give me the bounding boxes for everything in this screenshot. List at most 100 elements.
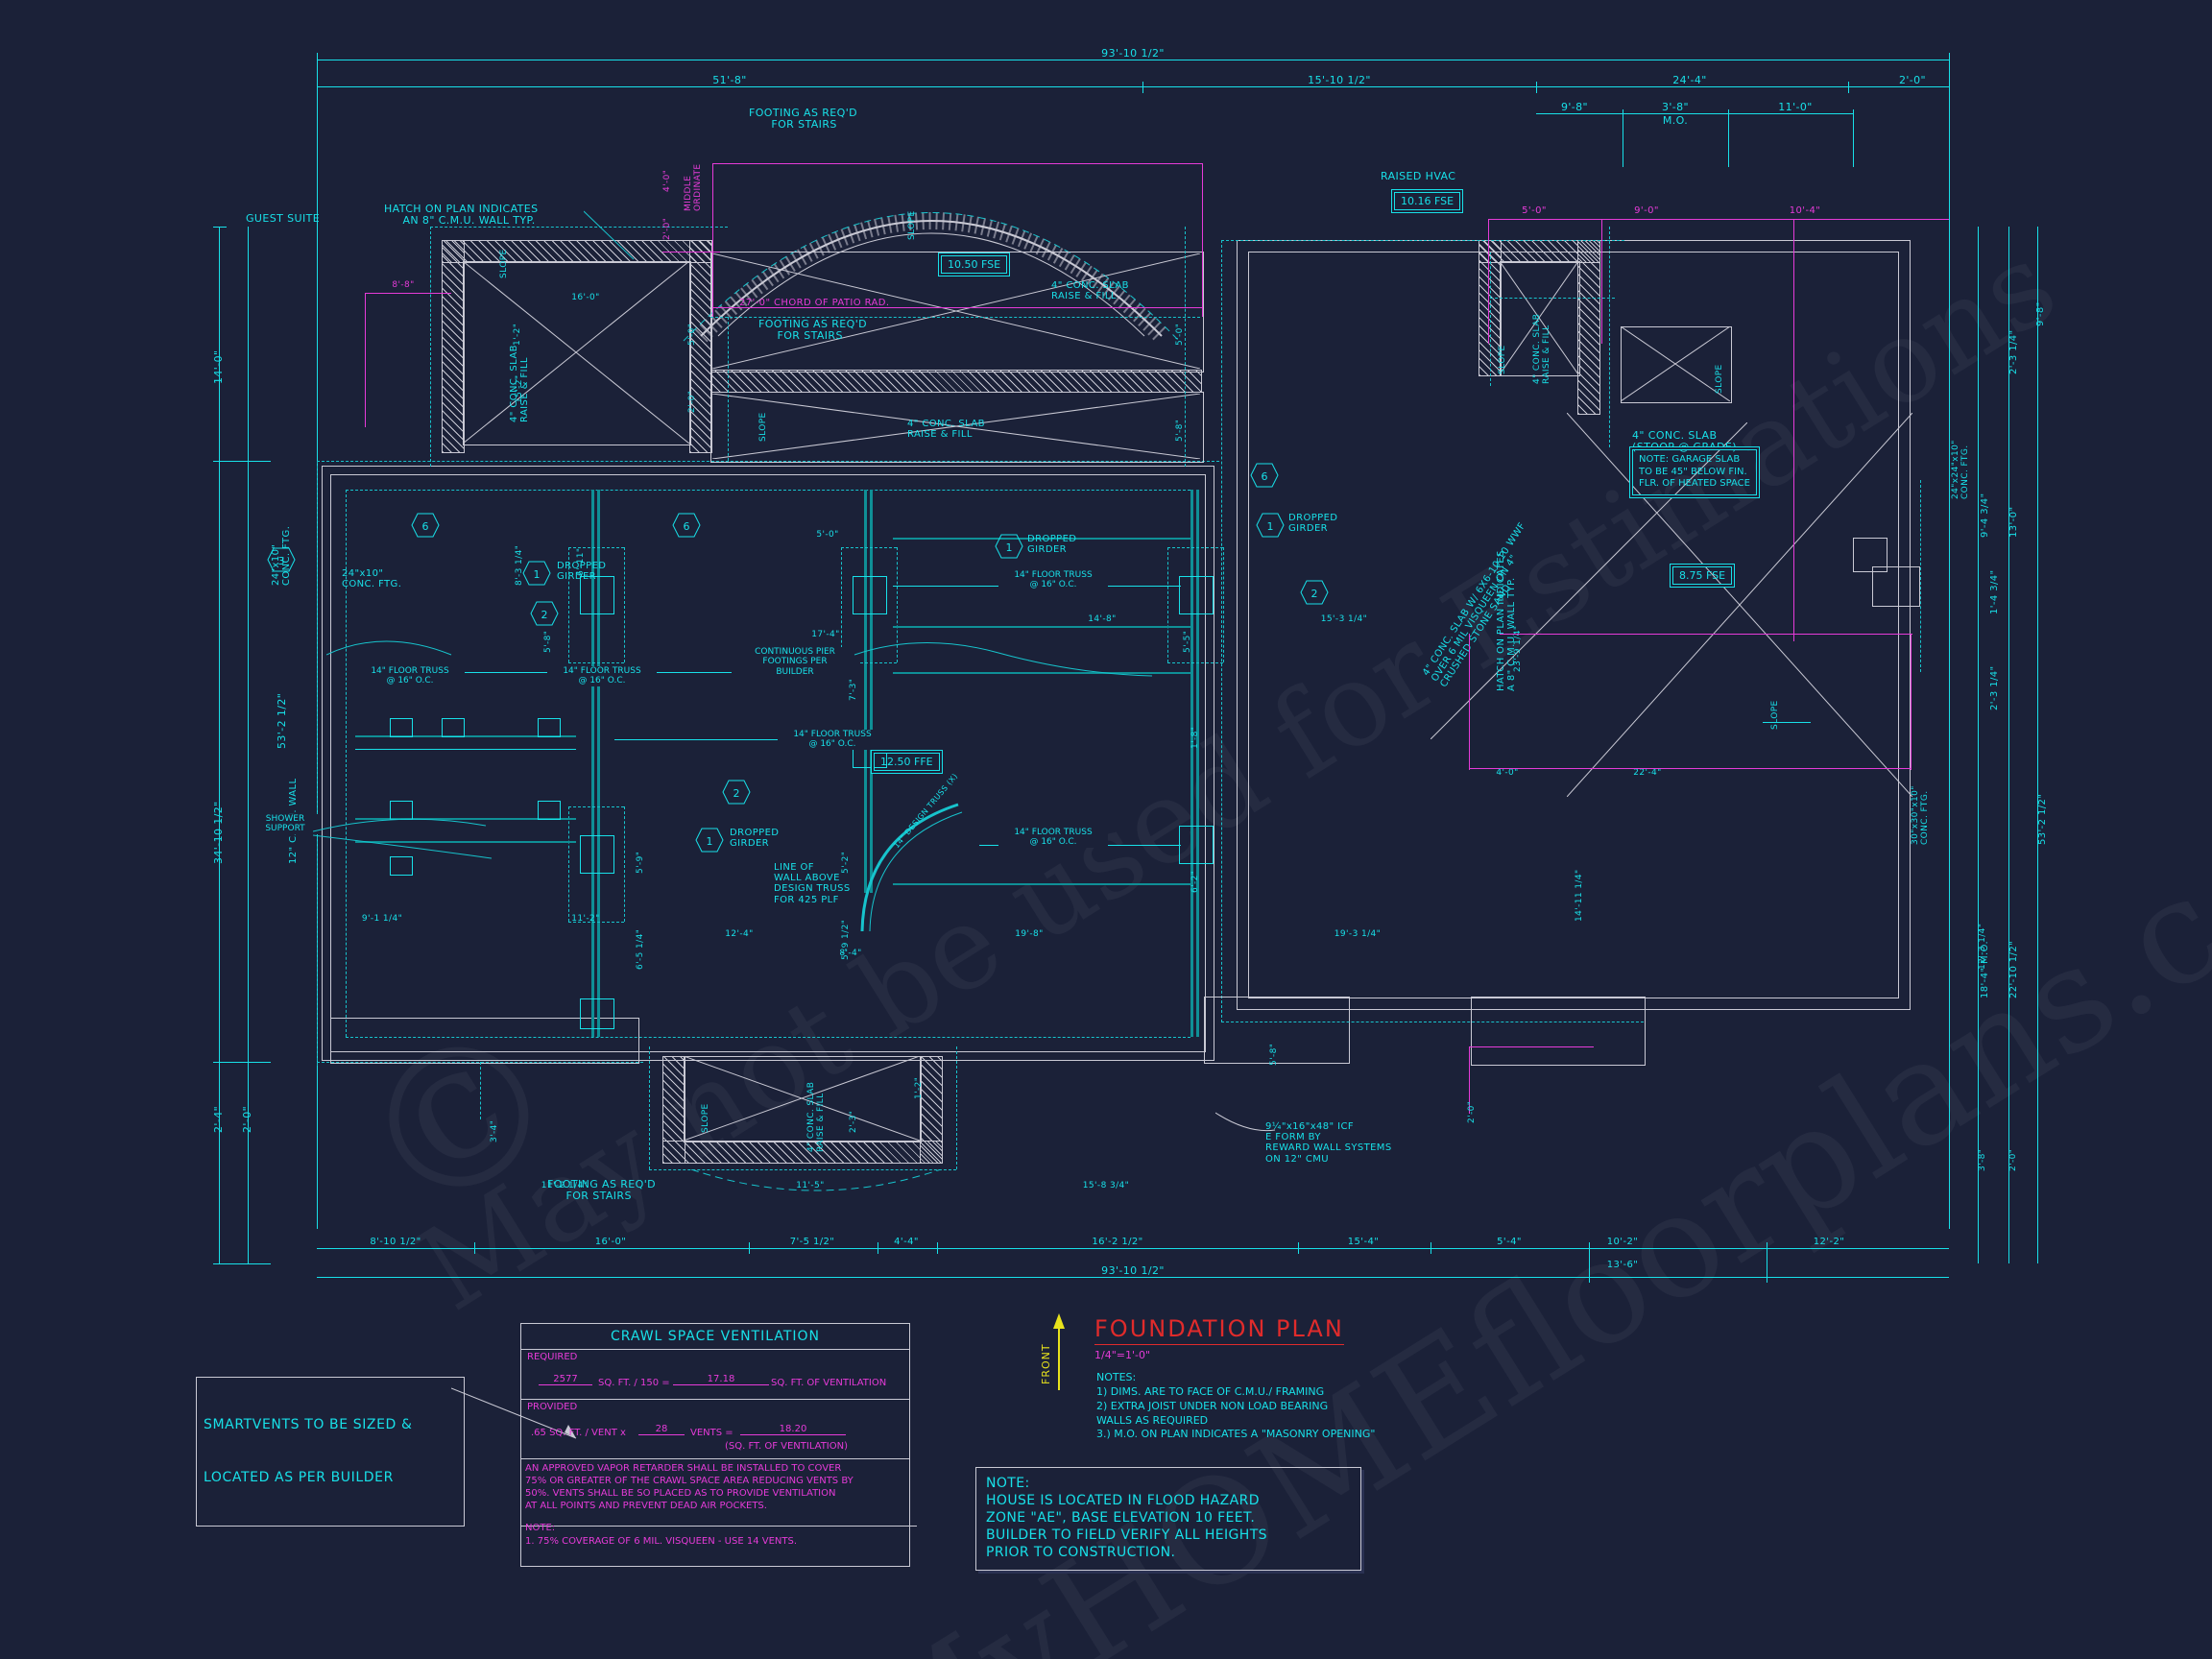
front-arrow-label: FRONT — [1040, 1343, 1052, 1384]
fse-tag-hvac: 10.16 FSE — [1394, 192, 1461, 210]
svg-text:2: 2 — [1311, 588, 1318, 600]
girder-line-2 — [864, 490, 867, 893]
label-dropped-girder-1: DROPPED GIRDER — [557, 561, 607, 583]
callout-bubble-3[interactable]: 3 — [267, 547, 296, 572]
callout-bubble-2b[interactable]: 2 — [1300, 580, 1329, 605]
slab-x-patio-2 — [712, 394, 1200, 459]
girder-line-3 — [1190, 490, 1193, 1037]
label-icf: 9¼"x16"x48" ICF E FORM BY REWARD WALL SY… — [1265, 1121, 1392, 1165]
svg-text:3: 3 — [278, 555, 285, 567]
cmu-wall-hatch-garage-r — [1577, 240, 1600, 415]
smartvent-leader — [451, 1387, 577, 1439]
note-footing-stairs-mid: FOOTING AS REQ'D FOR STAIRS — [758, 318, 868, 343]
garage-spec-leader — [1431, 422, 1747, 739]
dim-bot-2: 16'-0" — [594, 1237, 627, 1247]
dim-tr-sub-1: 5'-0" — [1522, 205, 1547, 216]
callout-bubble-1a[interactable]: 1 — [522, 561, 551, 586]
cmu-wall-hatch-left — [442, 240, 465, 453]
patio-chord-line — [712, 307, 1202, 308]
dim-bot-sub-1: 13'-6" — [1606, 1260, 1639, 1270]
dim-bot-6: 15'-4" — [1347, 1237, 1380, 1247]
notes-heading: NOTES: — [1096, 1371, 1137, 1383]
svg-text:6: 6 — [684, 520, 690, 533]
callout-bubble-2a[interactable]: 2 — [530, 601, 559, 626]
dim-right-11: 2'-0" — [2008, 1148, 2018, 1171]
flood-line-1: NOTE: — [986, 1476, 1030, 1491]
label-floor-truss-5: 14" FLOOR TRUSS @ 16" O.C. — [998, 828, 1108, 848]
plan-notes-list: NOTES: 1) DIMS. ARE TO FACE OF C.M.U./ F… — [1096, 1371, 1375, 1442]
slab-x-patio — [712, 253, 1200, 369]
dim-bot-5: 16'-2 1/2" — [1092, 1237, 1143, 1247]
vent-required-result: 17.18 — [673, 1374, 769, 1385]
shower-support-leader — [313, 818, 493, 859]
front-arrow-icon — [1053, 1313, 1065, 1390]
callout-bubble-1d[interactable]: 1 — [695, 828, 724, 853]
dim-right-5: 2'-3 1/4" — [1989, 665, 2000, 710]
note-garage-slab: NOTE: GARAGE SLAB TO BE 45" BELOW FIN. F… — [1632, 449, 1757, 495]
cmu-wall-hatch-top-left — [442, 240, 712, 263]
ftg-24x24-right: 24"x24"x10" CONC. FTG. — [1951, 440, 1971, 499]
vent-required-area: 2577 — [539, 1374, 592, 1385]
pier-pad — [853, 576, 887, 614]
dim-top-r2-mo: M.O. — [1662, 114, 1689, 127]
callout-bubble-1b[interactable]: 1 — [995, 534, 1023, 559]
dim-line-left-inner — [248, 227, 249, 1263]
dim-i-6-11: 6'-11" — [576, 547, 586, 576]
pier-pad — [1179, 826, 1214, 864]
page-title: FOUNDATION PLAN — [1094, 1315, 1344, 1345]
vent-required-unit: SQ. FT. OF VENTILATION — [771, 1378, 887, 1388]
callout-bubble-6c[interactable]: 6 — [1250, 463, 1279, 488]
plan-title-block: FOUNDATION PLAN 1/4"=1'-0" — [1094, 1315, 1344, 1361]
vent-footnote-heading: NOTE: — [525, 1523, 556, 1533]
vent-provided-per-vent: .65 SQ. FT. / VENT x — [531, 1428, 626, 1438]
dim-i-8-4: 8'-4" — [839, 949, 862, 958]
smartvent-line-2: LOCATED AS PER BUILDER — [204, 1469, 394, 1485]
dim-overall-bottom: 93'-10 1/2" — [1101, 1264, 1165, 1277]
label-continuous-pier: CONTINUOUS PIER FOOTINGS PER BUILDER — [732, 647, 858, 678]
dim-bot-9: 12'-2" — [1813, 1237, 1845, 1247]
dim-i-1-8: 1'-8" — [1190, 726, 1200, 749]
callout-bubble-6b[interactable]: 6 — [672, 513, 701, 538]
label-floor-truss-1: 14" FLOOR TRUSS @ 16" O.C. — [355, 666, 465, 686]
dim-i-5-8b: 5'-8" — [543, 630, 553, 653]
dim-i-2-0c: 2'-0" — [1467, 1100, 1477, 1123]
dim-bot-7: 5'-4" — [1497, 1237, 1522, 1247]
pier-pad — [580, 835, 614, 874]
fse-tag-garage: 8.75 FSE — [1672, 566, 1733, 585]
callout-bubble-1c[interactable]: 1 — [1256, 513, 1285, 538]
dim-left-1: 14'-0" — [212, 349, 225, 384]
dim-line-right-c — [2037, 227, 2038, 1263]
dim-right-10: 3'-8" — [1978, 1148, 1987, 1171]
vent-required-label: REQUIRED — [527, 1352, 578, 1362]
label-floor-truss-2: 14" FLOOR TRUSS @ 16" O.C. — [547, 666, 657, 686]
dim-line-right-b — [2008, 227, 2009, 1263]
dim-i-19-8: 19'-8" — [1015, 929, 1044, 939]
note-footing-stairs-top: FOOTING AS REQ'D FOR STAIRS — [749, 107, 858, 132]
dim-top-1: 51'-8" — [712, 74, 747, 86]
vent-required-divisor: SQ. FT. / 150 = — [598, 1378, 670, 1388]
label-slope-patio2: SLOPE — [758, 412, 768, 442]
icf-leader — [1215, 1112, 1276, 1132]
dim-left-4: 2'-0" — [241, 1105, 253, 1133]
cmu-wall-hatch-bot-r — [920, 1056, 943, 1164]
dim-i-1-2: 1'-2" — [513, 323, 522, 346]
dim-line-right-a — [1978, 227, 1979, 1263]
dim-i-r2: 5'-8" — [1175, 419, 1185, 442]
label-middle-ordinate: MIDDLE ORDINATE — [684, 163, 704, 212]
callout-bubble-2c[interactable]: 2 — [722, 780, 751, 805]
label-raised-hvac: RAISED HVAC — [1381, 170, 1456, 182]
callout-bubble-6a[interactable]: 6 — [411, 513, 440, 538]
dim-right-9: 12'-3 1/4" — [1978, 923, 1987, 970]
slab-x-bottom-porch — [684, 1056, 920, 1141]
label-slab-topleft: 4" CONC. SLAB RAISE & FILL — [509, 345, 531, 422]
dim-right-2: 2'-3 1/4" — [2008, 329, 2019, 374]
dim-left-overall: 53'-2 1/2" — [276, 692, 288, 749]
label-slab-patio-low: 4" CONC. SLAB RAISE & FILL — [907, 419, 985, 441]
dim-i-15-8: 15'-8 3/4" — [1082, 1181, 1130, 1190]
dim-right-overall: 53'-2 1/2" — [2037, 793, 2048, 845]
dim-i-6-5: 6'-5 1/4" — [636, 928, 645, 970]
dim-int-4-0: 4'-0" — [662, 169, 672, 192]
dim-line-left-outer — [219, 227, 220, 1263]
dim-top-r2-1: 9'-8" — [1560, 101, 1589, 113]
dim-ext-right — [1949, 53, 1950, 1229]
